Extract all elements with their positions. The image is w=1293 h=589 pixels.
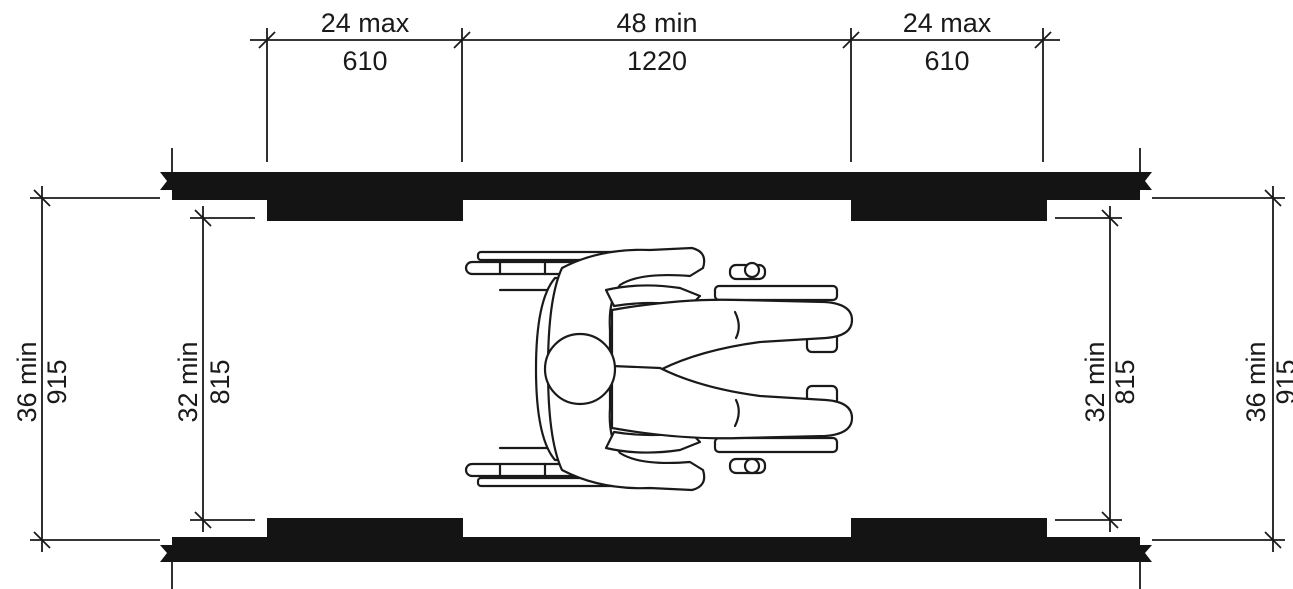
top-right-dimension-imperial: 24 max (903, 8, 992, 38)
right-dimensions: 32 min 815 36 min 915 (1055, 186, 1293, 552)
top-wall (160, 148, 1152, 221)
bottom-wall-protrusion-right (851, 518, 1047, 537)
left-inner-dimension-metric: 815 (205, 359, 235, 404)
top-wall-protrusion-left (267, 200, 463, 221)
left-dimensions: 36 min 915 32 min 815 (12, 186, 255, 552)
person-leg-top (610, 298, 854, 374)
top-wall-protrusion-right (851, 200, 1047, 221)
left-outer-dimension-metric: 915 (42, 359, 72, 404)
top-right-dimension-metric: 610 (924, 46, 969, 76)
top-middle-dimension-imperial: 48 min (616, 8, 697, 38)
wheelchair-user-figure (464, 246, 854, 492)
left-outer-dimension-imperial: 36 min (12, 341, 42, 422)
bottom-wall (160, 518, 1152, 589)
top-left-dimension-imperial: 24 max (321, 8, 410, 38)
right-inner-dimension-metric: 815 (1110, 359, 1140, 404)
person-head (543, 332, 617, 406)
top-middle-dimension-metric: 1220 (627, 46, 687, 76)
bottom-wall-protrusion-left (267, 518, 463, 537)
right-inner-dimension-imperial: 32 min (1080, 341, 1110, 422)
person-torso (546, 246, 706, 492)
right-outer-dimension-metric: 915 (1271, 359, 1293, 404)
person-leg-bottom (610, 364, 854, 440)
left-inner-dimension-imperial: 32 min (173, 341, 203, 422)
right-outer-dimension-imperial: 36 min (1241, 341, 1271, 422)
wheelchair-caster-top (728, 261, 767, 281)
wheelchair-caster-bottom (728, 457, 767, 475)
top-left-dimension-metric: 610 (342, 46, 387, 76)
top-dimension-chain: 24 max 610 48 min 1220 24 max 610 (250, 8, 1060, 162)
